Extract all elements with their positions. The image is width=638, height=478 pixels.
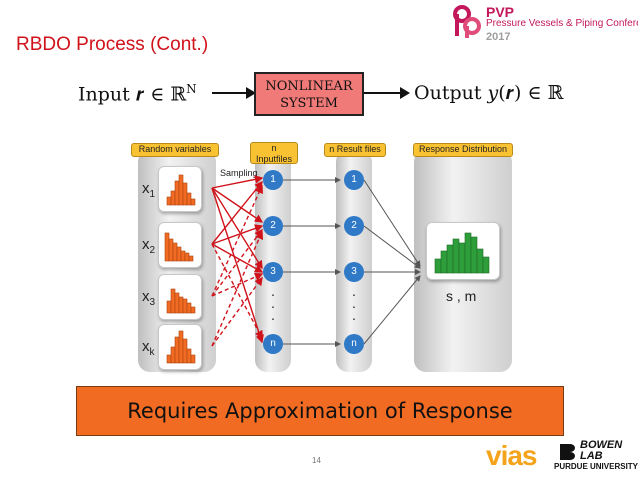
conference-year: 2017 (486, 31, 511, 43)
histogram-card-2 (158, 222, 202, 268)
conference-name: PVP (486, 4, 515, 20)
input-arrow-icon (212, 87, 256, 99)
vias-logo: vias (486, 440, 537, 471)
result-node-2: 2 (344, 216, 364, 236)
system-line-2: SYSTEM (280, 96, 338, 111)
histogram-card-1 (158, 166, 202, 212)
inputfile-node-2: 2 (263, 216, 283, 236)
approximation-banner: Requires Approximation of Response (76, 386, 564, 436)
result-node-3: 3 (344, 262, 364, 282)
bowen-lab-b-icon (560, 444, 575, 460)
system-line-1: NONLINEAR (265, 79, 353, 94)
histogram-card-3 (158, 274, 202, 320)
result-arrows (283, 177, 421, 347)
result-node-1: 1 (344, 170, 364, 190)
inputfile-node-n: n (263, 334, 283, 354)
response-stats-label: s , m (446, 288, 477, 304)
histogram-2-icon (164, 232, 194, 262)
result-files-tag: n Result files (324, 143, 386, 157)
output-arrow-icon (364, 87, 410, 99)
response-histogram-card (426, 222, 500, 280)
histogram-1-icon (166, 174, 196, 206)
variable-label-2: x2 (142, 236, 156, 256)
sampling-label: Sampling (220, 168, 258, 178)
histogram-card-k (158, 324, 202, 370)
page-number: 14 (312, 456, 321, 465)
variable-label-3: x3 (142, 288, 156, 308)
conference-subtitle: Pressure Vessels & Piping Conference (486, 18, 638, 29)
inputfiles-tag-line-2: Inputfiles (255, 154, 293, 164)
random-variables-tag: Random variables (131, 143, 219, 157)
input-expression: Input 𝒓 ∈ ℝN (78, 82, 197, 105)
inputfiles-tag: n Inputfiles (250, 142, 298, 164)
purdue-text: PURDUE UNIVERSITY (554, 462, 638, 471)
input-superscript: N (186, 82, 197, 96)
histogram-k-icon (166, 330, 196, 364)
bowen-text: BOWEN (580, 439, 623, 451)
inputfile-node-1: 1 (263, 170, 283, 190)
response-histogram-icon (434, 232, 490, 274)
result-ellipsis: · · · (351, 286, 357, 326)
inputfile-ellipsis: · · · (270, 286, 276, 326)
pvp-logo-icon (453, 5, 481, 38)
slide-title: RBDO Process (Cont.) (16, 34, 209, 55)
histogram-3-icon (166, 288, 196, 314)
output-expression: Output 𝑦(𝒓) ∈ ℝ (414, 82, 564, 104)
response-distribution-tag: Response Distribution (413, 143, 513, 157)
variable-label-k: xk (142, 338, 155, 358)
input-text: Input 𝒓 ∈ ℝ (78, 83, 187, 106)
result-node-n: n (344, 334, 364, 354)
variable-label-1: x1 (142, 180, 156, 200)
inputfiles-tag-line-1: n (271, 143, 277, 153)
sampling-arrows (211, 175, 264, 347)
lab-text: LAB (580, 450, 603, 462)
bowen-lab-logo: BOWEN LAB (580, 440, 622, 462)
inputfile-node-3: 3 (263, 262, 283, 282)
nonlinear-system-box: NONLINEAR SYSTEM (254, 72, 364, 116)
